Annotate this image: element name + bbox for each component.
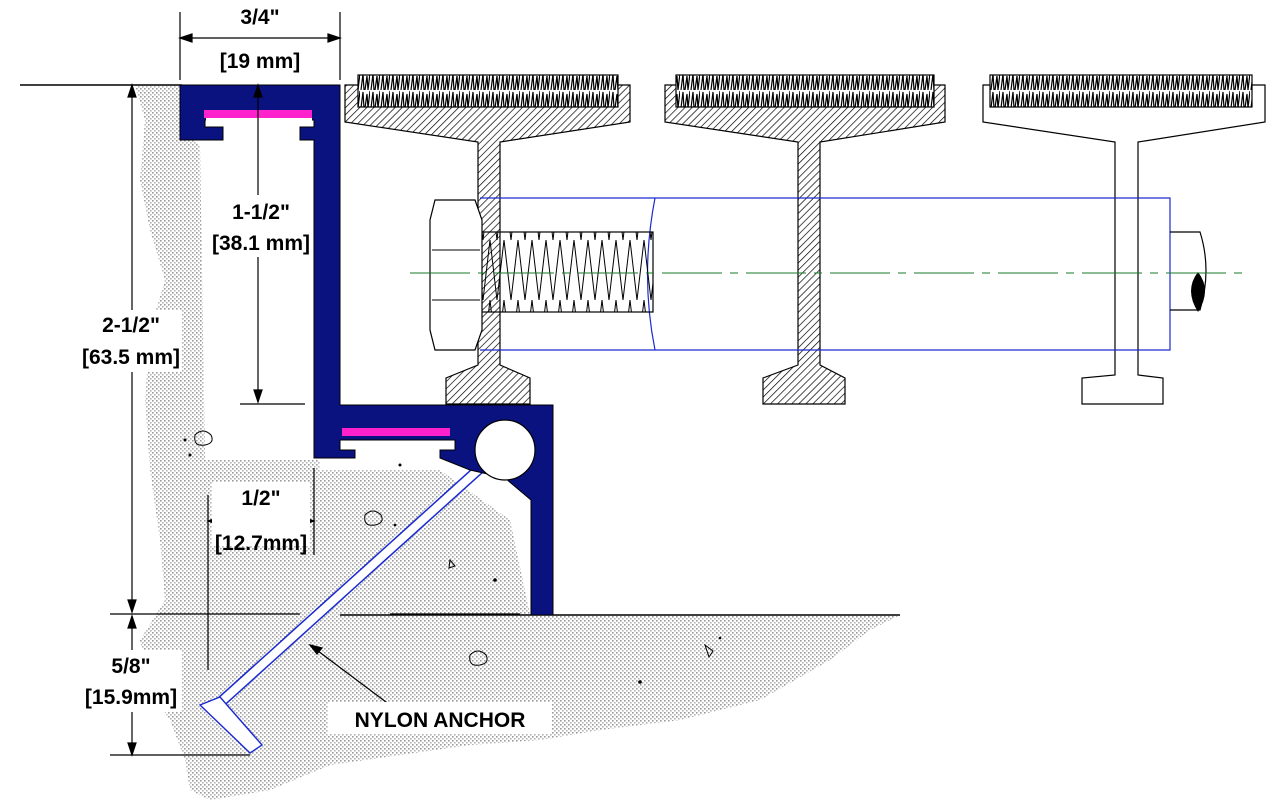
nylon-anchor-callout: NYLON ANCHOR bbox=[355, 709, 526, 732]
dim-anchor-depth-imperial: 5/8" bbox=[111, 655, 150, 678]
dim-top-width-metric: [19 mm] bbox=[220, 50, 301, 73]
door-sweep-3 bbox=[982, 74, 1266, 405]
concrete-substrate bbox=[20, 84, 900, 800]
dim-anchor-depth-metric: [15.9mm] bbox=[85, 686, 177, 709]
dim-step-width-imperial: 1/2" bbox=[241, 487, 280, 510]
nylon-anchor bbox=[198, 447, 502, 754]
dim-step-width-metric: [12.7mm] bbox=[215, 532, 307, 555]
dim-total-height-metric: [63.5 mm] bbox=[82, 346, 180, 369]
dim-upper-height-imperial: 1-1/2" bbox=[232, 201, 290, 224]
bolt-assembly bbox=[410, 197, 1245, 351]
dim-upper-height-metric: [38.1 mm] bbox=[212, 232, 310, 255]
dim-top-width-imperial: 3/4" bbox=[240, 6, 279, 29]
door-sweep-2 bbox=[664, 74, 946, 405]
label-backgrounds bbox=[80, 195, 552, 734]
dim-total-height-imperial: 2-1/2" bbox=[102, 314, 160, 337]
